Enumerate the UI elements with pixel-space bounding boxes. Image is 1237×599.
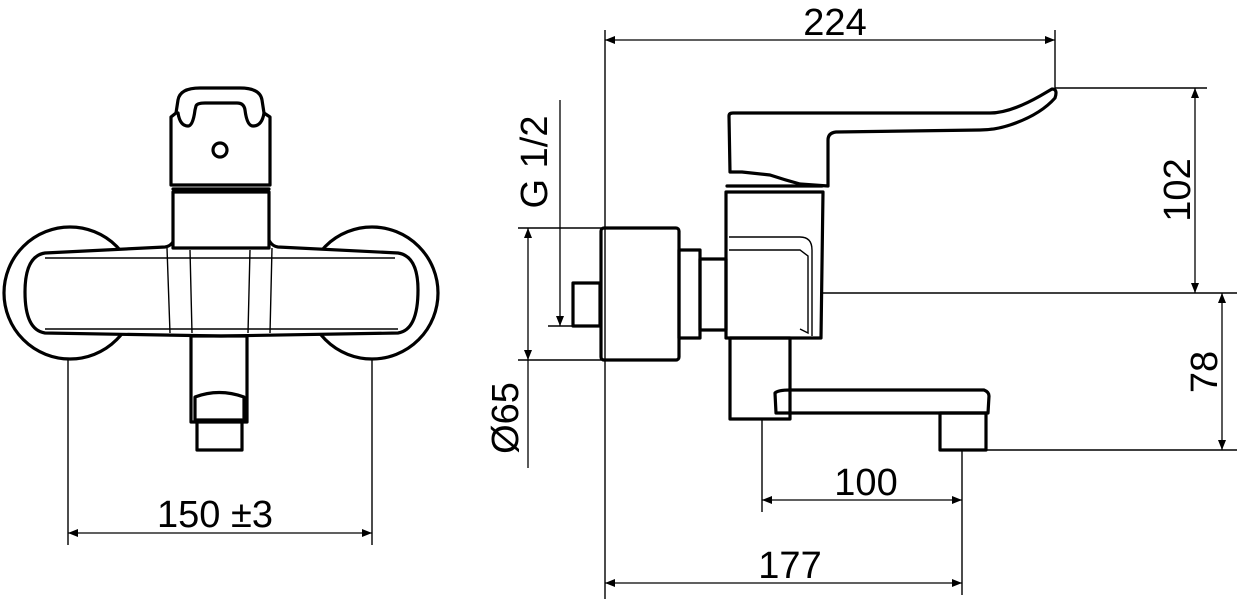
handle-cap (169, 86, 272, 187)
front-view: 150 ±3 (2, 86, 440, 545)
dimension-102: 102 (1157, 158, 1199, 221)
dimension-177: 177 (758, 545, 821, 587)
pipe-stub (571, 281, 602, 328)
rosette-nut (599, 226, 681, 362)
dimension-100: 100 (834, 462, 897, 504)
dimension-150: 150 ±3 (157, 494, 273, 536)
lower-body (189, 334, 249, 424)
outlet (195, 418, 244, 452)
lever-handle (727, 87, 1058, 188)
dimension-g-thread: G 1/2 (514, 116, 556, 209)
side-view: 224 102 78 100 177 G 1/2 Ø65 (485, 2, 1237, 599)
dimension-diameter-65: Ø65 (485, 382, 527, 454)
spout (773, 388, 991, 415)
mixer-body-bar (23, 236, 420, 338)
valve-column (171, 190, 271, 250)
lower-body (728, 336, 792, 421)
spout-outlet (938, 411, 988, 452)
handle-screw-hole (211, 141, 229, 159)
dimension-224: 224 (803, 2, 866, 44)
dimension-78: 78 (1184, 351, 1226, 393)
valve-body (724, 190, 825, 340)
